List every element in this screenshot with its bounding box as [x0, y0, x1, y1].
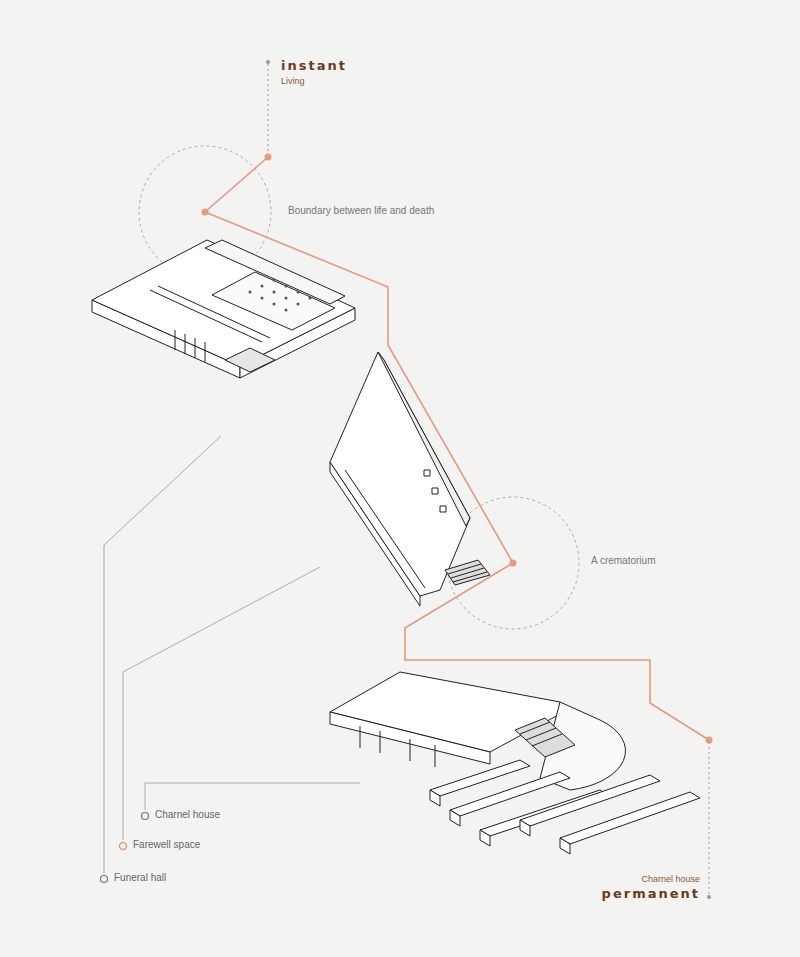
stage-subtitle: Charnel house: [641, 874, 700, 885]
funeral-hall-model: [92, 240, 355, 378]
legend-text: Charnel house: [155, 809, 220, 821]
dotted-leader: [268, 64, 269, 155]
charnel-house-model: [330, 672, 700, 854]
leader-line: [145, 783, 360, 810]
crematorium-model: [330, 352, 490, 606]
leader-line: [104, 436, 221, 873]
legend-marker: [101, 876, 108, 883]
callout-label: A crematorium: [591, 555, 655, 567]
stage-title: instant: [281, 58, 347, 74]
legend-marker: [142, 813, 149, 820]
legend-text: Funeral hall: [114, 872, 166, 884]
dot: [266, 60, 270, 64]
stage-title: permanent: [602, 886, 700, 902]
callout-label: Boundary between life and death: [288, 205, 434, 217]
dotted-leader: [709, 742, 710, 894]
legend-text: Farewell space: [133, 839, 200, 851]
dot: [707, 895, 711, 899]
stage-subtitle: Living: [281, 76, 305, 87]
journey-line: [205, 157, 709, 740]
legend-marker: [120, 843, 127, 850]
leader-line: [123, 567, 320, 840]
